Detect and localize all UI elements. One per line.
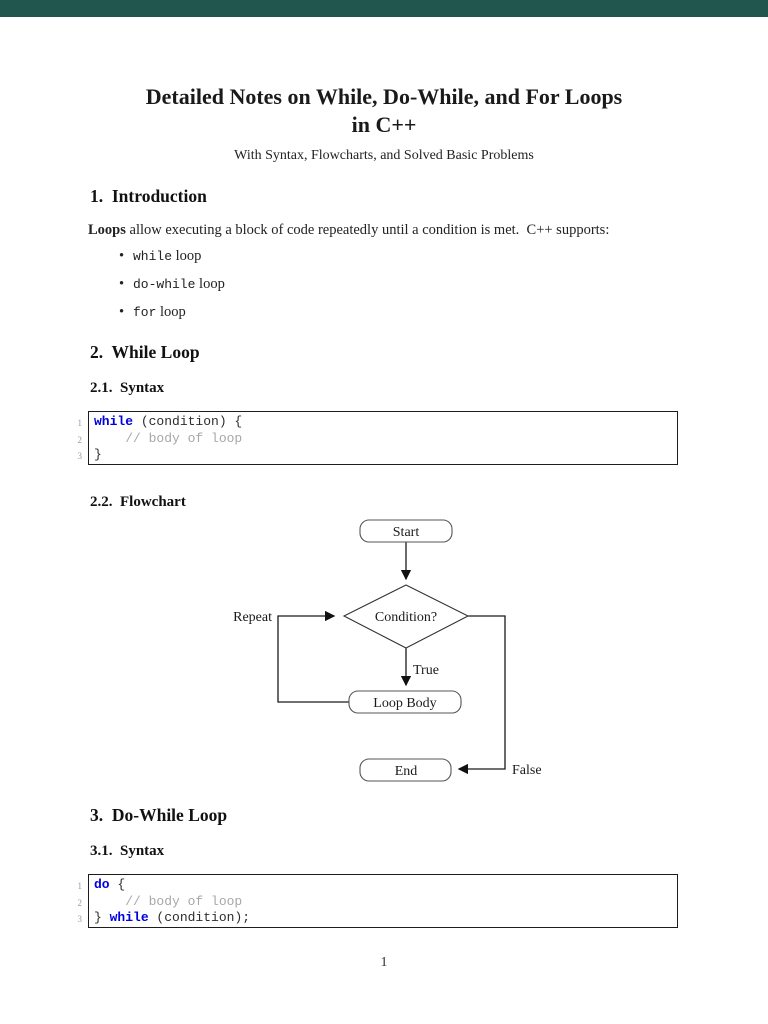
flowchart-start-label: Start xyxy=(393,525,420,540)
line-number: 2 xyxy=(77,897,83,908)
code-block-while-syntax: while (condition) { // body of loop } xyxy=(88,411,678,465)
bullet-item-dowhile: • do-while loop xyxy=(119,276,225,293)
code-line: // body of loop xyxy=(94,894,672,911)
flowchart-end-label: End xyxy=(395,764,418,779)
heading-dowhile-loop: 3. Do-While Loop xyxy=(90,805,228,825)
bullet-icon: • xyxy=(119,248,125,264)
code-line: // body of loop xyxy=(94,431,672,448)
bullet-code: for xyxy=(133,305,157,320)
code-line-numbers-while: 1 2 3 xyxy=(60,415,83,465)
line-number: 1 xyxy=(77,881,83,891)
code-keyword: do xyxy=(94,877,110,892)
bullet-rest: loop xyxy=(172,248,202,264)
flowchart-start-node xyxy=(359,519,453,543)
code-text: } xyxy=(94,910,110,925)
edge-label-false: False xyxy=(512,763,542,778)
code-keyword: while xyxy=(94,414,134,429)
heading-dowhile-syntax: 3.1. Syntax xyxy=(90,843,165,859)
code-line: } while (condition); xyxy=(94,910,672,927)
edge-label-repeat: Repeat xyxy=(233,610,272,625)
heading-introduction: 1. Introduction xyxy=(90,186,207,206)
page-subtitle: With Syntax, Flowcharts, and Solved Basi… xyxy=(234,148,534,163)
code-line: while (condition) { xyxy=(94,414,672,431)
intro-lead-rest: allow executing a block of code repeated… xyxy=(125,222,610,238)
bullet-code: do-while xyxy=(133,277,196,292)
code-text: } xyxy=(94,447,102,462)
code-line: } xyxy=(94,447,672,464)
code-text: { xyxy=(109,877,126,892)
code-text: (condition); xyxy=(148,910,251,925)
page-title-line1: Detailed Notes on While, Do-While, and F… xyxy=(145,84,623,109)
code-comment: // body of loop xyxy=(94,430,243,446)
heading-while-syntax: 2.1. Syntax xyxy=(90,380,165,396)
flowchart-condition-label: Condition? xyxy=(375,610,437,625)
code-keyword: while xyxy=(109,910,149,925)
line-number: 2 xyxy=(77,434,83,445)
bullet-item-for: • for loop xyxy=(119,304,186,321)
bullet-rest: loop xyxy=(195,276,225,292)
heading-while-flowchart: 2.2. Flowchart xyxy=(90,494,186,510)
heading-while-loop: 2. While Loop xyxy=(90,342,200,362)
flowchart-loop-body-label: Loop Body xyxy=(373,696,436,711)
bullet-code: while xyxy=(133,249,173,264)
while-loop-flowchart: Start Condition? Loop Body End Repeat Tr… xyxy=(233,519,542,782)
code-text: (condition) { xyxy=(133,414,243,429)
flowchart-end-node xyxy=(359,758,452,782)
line-number: 1 xyxy=(77,418,83,428)
edge-false-to-end xyxy=(457,615,506,775)
intro-paragraph: Loops allow executing a block of code re… xyxy=(88,222,609,239)
page-title-line2: in C++ xyxy=(351,112,417,137)
code-line-numbers-dowhile: 1 2 3 xyxy=(60,878,83,928)
code-comment: // body of loop xyxy=(94,893,243,909)
edge-repeat-loop-back xyxy=(277,610,349,703)
edge-label-true: True xyxy=(413,663,439,678)
bullet-item-while: • while loop xyxy=(119,248,201,265)
bullet-icon: • xyxy=(119,304,125,320)
intro-lead-bold: Loops xyxy=(88,222,126,238)
code-block-dowhile-syntax: do { // body of loop } while (condition)… xyxy=(88,874,678,928)
viewer-top-bar xyxy=(0,0,768,17)
bullet-icon: • xyxy=(119,276,125,292)
bullet-rest: loop xyxy=(156,304,186,320)
line-number: 3 xyxy=(77,914,83,924)
flowchart-loop-body-node xyxy=(348,690,462,714)
code-line: do { xyxy=(94,877,672,894)
line-number: 3 xyxy=(77,451,83,461)
page-number: 1 xyxy=(380,955,388,970)
flowchart-condition-diamond xyxy=(342,584,470,649)
